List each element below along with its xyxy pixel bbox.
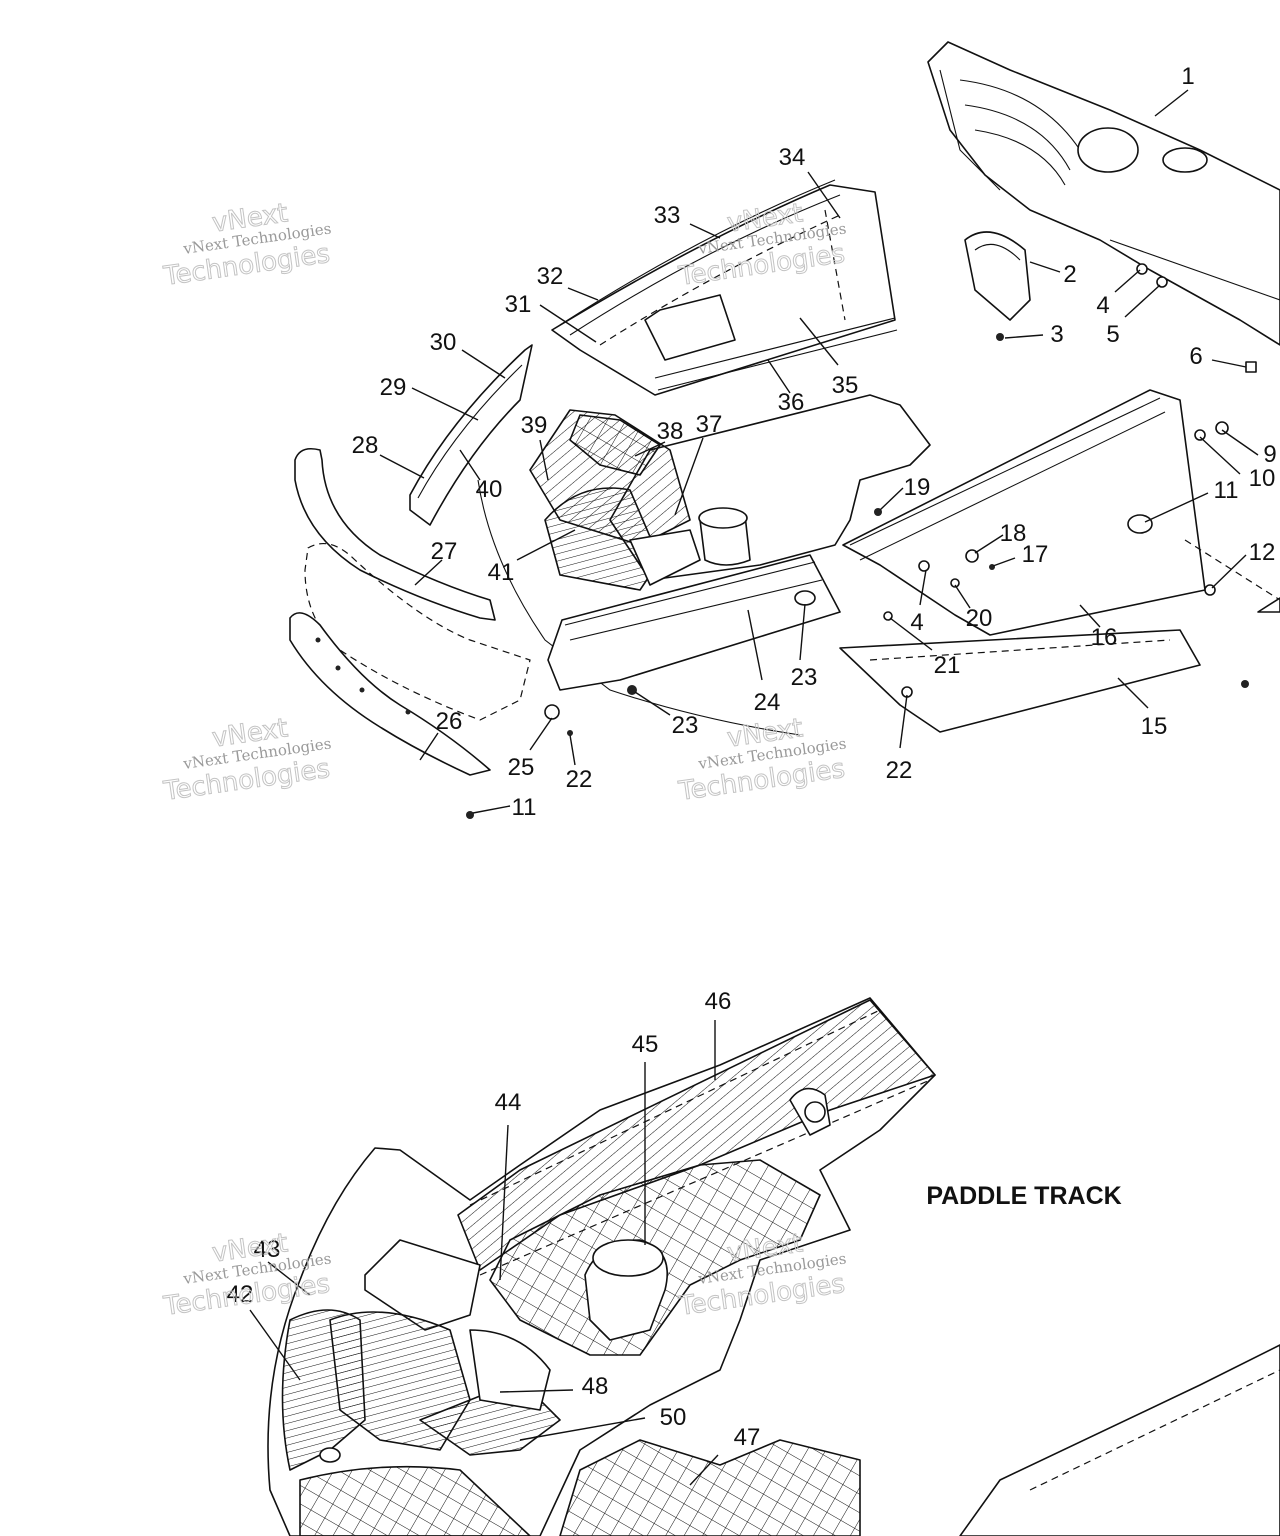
callout-label: 34 [779,144,806,171]
callout-label: 45 [632,1031,659,1058]
callout-label: 27 [431,538,458,565]
windshield-panel [551,179,898,396]
skid-part-26 [289,542,531,776]
callout-label: 23 [791,664,818,691]
side-panel-part-16 [842,389,1280,636]
callout-label: 42 [227,1281,254,1308]
callout-label: 44 [495,1089,522,1116]
callout-label: 30 [430,329,457,356]
callout-label: 25 [508,754,535,781]
callout-label: 16 [1091,624,1118,651]
callout-label: 12 [1249,539,1276,566]
callout-label: 4 [910,609,923,636]
callout-label: 22 [886,757,913,784]
callout-label: 17 [1022,541,1049,568]
callout-label: 31 [505,291,532,318]
callout-label: 11 [512,794,537,821]
callout-label: 24 [754,689,781,716]
callout-label: 28 [352,432,379,459]
callout-label: 43 [254,1236,281,1263]
callout-label: 35 [832,372,859,399]
callout-label: 9 [1263,441,1276,468]
callout-label: 20 [966,605,993,632]
callout-label: 41 [488,559,515,586]
windshield-trim [409,344,533,526]
callout-label: 4 [1096,292,1109,319]
tunnel-assembly-paddle-track [267,997,1280,1536]
callout-label: 33 [654,202,681,229]
callout-label: 5 [1106,321,1119,348]
leader-lines [249,89,1259,1486]
callout-label: 46 [705,988,732,1015]
callout-label: 1 [1181,63,1194,90]
callout-label: 29 [380,374,407,401]
callout-label: 10 [1249,465,1276,492]
callout-label: 48 [582,1373,609,1400]
callout-label: 36 [778,389,805,416]
bumper-part-27 [294,447,496,621]
callout-label: 15 [1141,713,1168,740]
callout-label: 23 [672,712,699,739]
callout-label: 26 [436,708,463,735]
callout-label: 6 [1189,343,1202,370]
callout-label: 50 [660,1404,687,1431]
callout-label: 22 [566,766,593,793]
callout-label: 21 [934,652,961,679]
callout-label: 3 [1050,321,1063,348]
callout-label: 40 [476,476,503,503]
callout-label: 38 [657,418,684,445]
callout-label: 19 [904,474,931,501]
callout-label: 18 [1000,520,1027,547]
side-panel-part-24 [547,554,841,691]
callout-labels: 1 2 3 4 5 6 9 10 11 12 17 18 19 4 20 16 … [227,63,1277,1451]
callout-label: 37 [696,411,723,438]
duct-part-2 [964,231,1031,321]
callout-label: 2 [1063,261,1076,288]
tunnel-edge-part-15 [839,629,1201,733]
callout-label: 11 [1214,477,1239,504]
airbox-baffles [529,409,701,591]
callout-label: 47 [734,1424,761,1451]
callout-label: 32 [537,263,564,290]
callout-label: 39 [521,412,548,439]
paddle-track-heading: PADDLE TRACK [926,1182,1121,1210]
hood-part-1 [927,41,1280,346]
